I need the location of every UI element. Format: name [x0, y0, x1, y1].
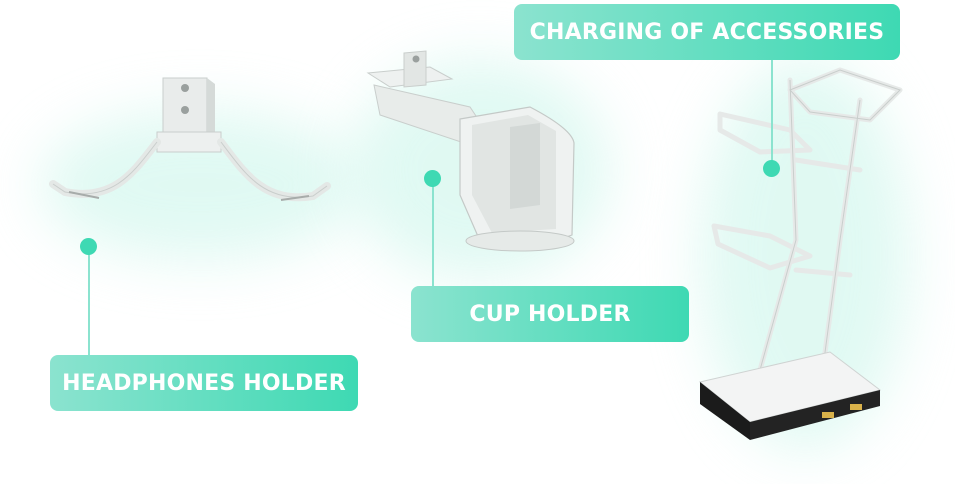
- charging-leader-line: [771, 60, 773, 168]
- charging-accessories-label: CHARGING OF ACCESSORIES: [514, 4, 900, 60]
- headphones-marker-dot: [80, 238, 97, 255]
- headphones-leader-line: [88, 246, 90, 356]
- charging-marker-dot: [763, 160, 780, 177]
- cup-holder-label: CUP HOLDER: [411, 286, 689, 342]
- cup-leader-line: [432, 178, 434, 288]
- cup-marker-dot: [424, 170, 441, 187]
- headphones-holder-label: HEADPHONES HOLDER: [50, 355, 358, 411]
- headphones-holder-illustration: [49, 77, 331, 202]
- charging-stand-illustration: [698, 67, 903, 440]
- cup-holder-illustration: [366, 50, 575, 252]
